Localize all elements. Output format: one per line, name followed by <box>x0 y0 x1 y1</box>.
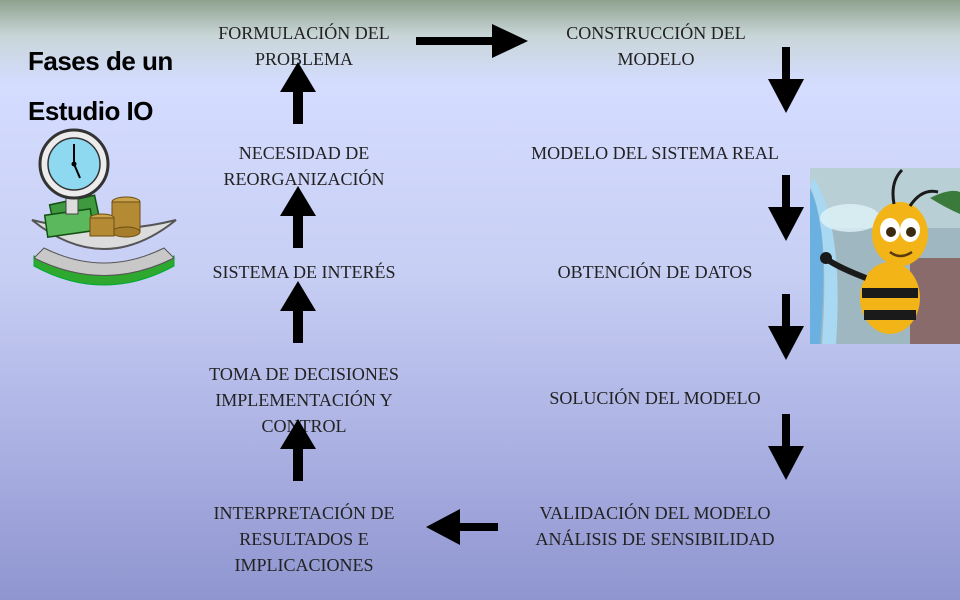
arrow-down-icon <box>768 294 804 360</box>
arrow-left-icon <box>426 509 498 545</box>
scale-clipart-icon <box>24 128 184 300</box>
title-line-2: Estudio IO <box>28 96 154 126</box>
step-construccion-modelo: CONSTRUCCIÓN DEL MODELO <box>566 23 746 69</box>
bee-character-icon <box>810 168 960 344</box>
step-toma-decisiones-line-2: IMPLEMENTACIÓN Y CONTROL <box>215 390 393 436</box>
step-validacion-line-1: VALIDACIÓN DEL MODELO <box>539 503 771 523</box>
step-obtencion-datos: OBTENCIÓN DE DATOS <box>557 262 753 282</box>
step-solucion-modelo: SOLUCIÓN DEL MODELO <box>549 388 761 408</box>
step-interpretacion-resultados: INTERPRETACIÓN DE RESULTADOS E IMPLICACI… <box>213 503 395 575</box>
step-validacion-modelo: VALIDACIÓN DEL MODELO ANÁLISIS DE SENSIB… <box>500 500 810 552</box>
step-modelo-sistema-real: MODELO DEL SISTEMA REAL <box>531 143 779 163</box>
arrow-up-icon <box>280 186 316 248</box>
arrow-down-icon <box>768 47 804 113</box>
title-line-1: Fases de un <box>28 46 173 76</box>
step-formulacion-problema: FORMULACIÓN DEL PROBLEMA <box>218 23 390 69</box>
arrow-up-icon <box>280 419 316 481</box>
step-sistema-interes: SISTEMA DE INTERÉS <box>212 262 396 282</box>
arrow-up-icon <box>280 62 316 124</box>
arrow-right-icon <box>416 24 528 58</box>
step-validacion-line-2: ANÁLISIS DE SENSIBILIDAD <box>535 529 775 549</box>
arrow-down-icon <box>768 414 804 480</box>
step-toma-decisiones-line-1: TOMA DE DECISIONES <box>209 364 399 384</box>
step-necesidad-reorganizacion: NECESIDAD DE REORGANIZACIÓN <box>223 143 385 189</box>
step-toma-decisiones: TOMA DE DECISIONES IMPLEMENTACIÓN Y CONT… <box>176 361 432 439</box>
arrow-up-icon <box>280 281 316 343</box>
arrow-down-icon <box>768 175 804 241</box>
